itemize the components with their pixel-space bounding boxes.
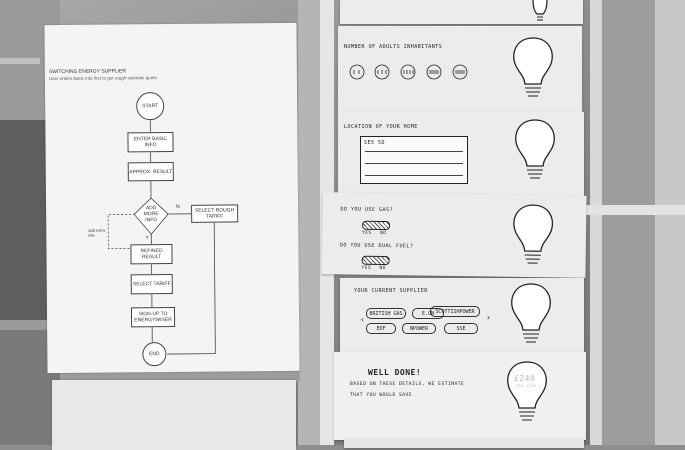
card-adults: NUMBER OF ADULTS INHABITANTS <box>338 26 582 112</box>
yes-branch-label: Y <box>145 235 148 241</box>
enter-basic-info-node: ENTER BASIC INFO <box>127 132 173 152</box>
next-arrow-icon[interactable]: › <box>486 313 491 322</box>
gas-no-label: NO <box>380 231 386 236</box>
lightbulb-icon <box>525 0 555 24</box>
savings-value: £240 <box>514 374 535 383</box>
start-node: START <box>136 92 164 120</box>
savings-caption: PER YEAR <box>516 384 537 388</box>
lightbulb-icon <box>508 34 558 104</box>
supplier-option[interactable]: BRITISH GAS <box>366 308 406 319</box>
select-tariff-node: SELECT TARIFF <box>131 274 173 294</box>
card-bottom-partial <box>344 438 584 448</box>
card-question-gas: DO YOU USE GAS? <box>340 206 393 213</box>
dual-fuel-no-label: NO <box>379 266 385 271</box>
card-top-partial <box>340 0 583 24</box>
postcode-value: SE5 5D <box>364 140 385 146</box>
result-message-line2: THAT YOU WOULD SAVE <box>350 393 412 398</box>
lightbulb-icon <box>502 358 552 428</box>
card-question: YOUR CURRENT SUPPLIER <box>354 288 428 294</box>
result-title: WELL DONE! <box>368 368 421 377</box>
blank-sheet <box>52 380 296 450</box>
lightbulb-icon <box>508 201 559 272</box>
postcode-input[interactable]: SE5 5D <box>360 136 468 184</box>
end-node: END <box>142 342 166 366</box>
card-question: LOCATION OF YOUR HOME <box>344 124 418 130</box>
supplier-option[interactable]: EDF <box>366 323 396 334</box>
lightbulb-icon <box>510 116 560 186</box>
approx-result-node: APPROX. RESULT <box>128 162 174 181</box>
gas-toggle[interactable] <box>362 221 390 230</box>
supplier-option[interactable]: NPOWER <box>402 323 436 334</box>
result-message-line1: BASED ON THESE DETAILS, WE ESTIMATE <box>350 382 464 387</box>
card-gas: DO YOU USE GAS? YES NO DO YOU USE DUAL F… <box>321 192 586 278</box>
card-supplier: YOUR CURRENT SUPPLIER ‹ BRITISH GAS E.ON… <box>340 278 584 352</box>
gas-yes-label: YES <box>362 231 372 236</box>
dual-fuel-toggle[interactable] <box>362 256 390 265</box>
signup-node: SIGN-UP TO ENERGYWISER <box>131 307 175 327</box>
card-location: LOCATION OF YOUR HOME SE5 5D <box>338 112 584 196</box>
rough-tariff-node: SELECT ROUGH TARIFF <box>191 204 238 222</box>
supplier-option[interactable]: SSE <box>444 323 478 334</box>
lightbulb-icon <box>506 280 556 350</box>
extra-info-note: add extra info <box>88 228 106 238</box>
dual-fuel-yes-label: YES <box>361 266 371 271</box>
no-branch-label: N <box>176 204 180 210</box>
card-result: WELL DONE! BASED ON THESE DETAILS, WE ES… <box>334 352 586 440</box>
supplier-option[interactable]: SCOTTISHPOWER <box>430 306 480 317</box>
adult-count-icons <box>348 62 478 86</box>
refined-result-node: REFINED RESULT <box>130 244 172 264</box>
flowchart-sheet: SWITCHING ENERGY SUPPLIER User enters ba… <box>44 23 299 373</box>
add-more-info-node: ADD MORE INFO <box>138 204 164 224</box>
prev-arrow-icon[interactable]: ‹ <box>360 315 365 324</box>
card-question: NUMBER OF ADULTS INHABITANTS <box>344 44 442 50</box>
card-question-dual-fuel: DO YOU USE DUAL FUEL? <box>340 242 414 249</box>
